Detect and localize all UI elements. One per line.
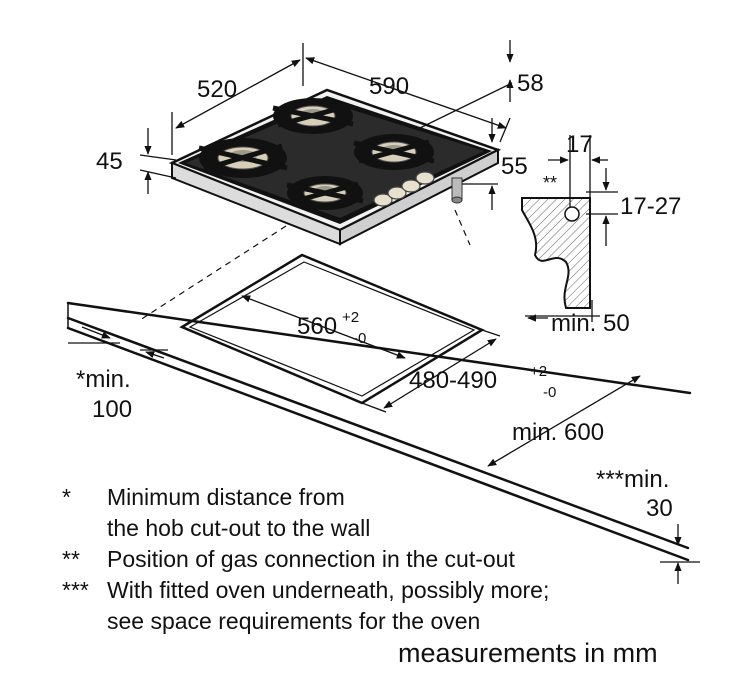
dimension-labels: 520 590 58 45 55 17 ** 17-27 min. 50 560… (76, 70, 681, 522)
units-note: measurements in mm (398, 638, 658, 668)
dim-wall-min: min. 50 (551, 310, 630, 337)
dim-wall-dist-line2: 100 (92, 396, 132, 423)
burner-left (198, 138, 288, 178)
footnote-line: see space requirements for the oven (107, 608, 481, 634)
projection-lines (139, 209, 471, 321)
dim-height-right: 58 (517, 70, 544, 97)
dim-depth: 520 (197, 76, 237, 103)
dim-leg: 55 (501, 153, 528, 180)
gas-connector (451, 177, 463, 204)
burner-rear (272, 98, 354, 134)
dim-cut-depth-tol-up: +2 (530, 363, 547, 380)
footnote-wall-distance: * Minimum distance from the hob cut-out … (62, 482, 722, 544)
footnotes: * Minimum distance from the hob cut-out … (62, 482, 722, 637)
footnote-text: Minimum distance from the hob cut-out to… (107, 482, 370, 544)
dimension-lines (68, 40, 700, 584)
footnote-line: Minimum distance from (107, 484, 345, 510)
dim-height-left: 45 (96, 148, 123, 175)
dim-cut-width-tol-up: +2 (342, 309, 359, 326)
footnote-mark: * (62, 484, 71, 510)
footnote-oven: *** With fitted oven underneath, possibl… (62, 575, 722, 637)
dim-width: 590 (369, 73, 409, 100)
footnote-text: Position of gas connection in the cut-ou… (107, 544, 515, 575)
burner-front (286, 176, 364, 210)
dim-oven-min-line2: 30 (646, 495, 673, 522)
dim-oven-min-line1: ***min. (596, 466, 669, 493)
footnote-gas-connection: ** Position of gas connection in the cut… (62, 544, 722, 575)
footnote-line: Position of gas connection in the cut-ou… (107, 546, 515, 572)
burner-right (353, 134, 435, 170)
control-knobs (373, 171, 435, 207)
dim-cut-depth: 480-490 (409, 367, 497, 394)
dim-conn-marker: ** (543, 173, 557, 193)
dim-cut-depth-tol-down: -0 (543, 384, 556, 401)
dim-wall-dist-line1: *min. (76, 366, 131, 393)
connection-section (521, 197, 591, 309)
dim-cut-width: 560 (297, 313, 337, 340)
dim-conn-top: 17 (566, 131, 593, 158)
footnote-mark: ** (62, 546, 80, 572)
footnote-mark: *** (62, 577, 89, 603)
footnote-text: With fitted oven underneath, possibly mo… (107, 575, 549, 637)
footnote-line: With fitted oven underneath, possibly mo… (107, 577, 550, 603)
dim-conn-range: 17-27 (620, 193, 681, 220)
dim-counter-min: min. 600 (512, 419, 604, 446)
dim-cut-width-tol-down: -0 (353, 330, 366, 347)
footnote-line: the hob cut-out to the wall (107, 515, 371, 541)
